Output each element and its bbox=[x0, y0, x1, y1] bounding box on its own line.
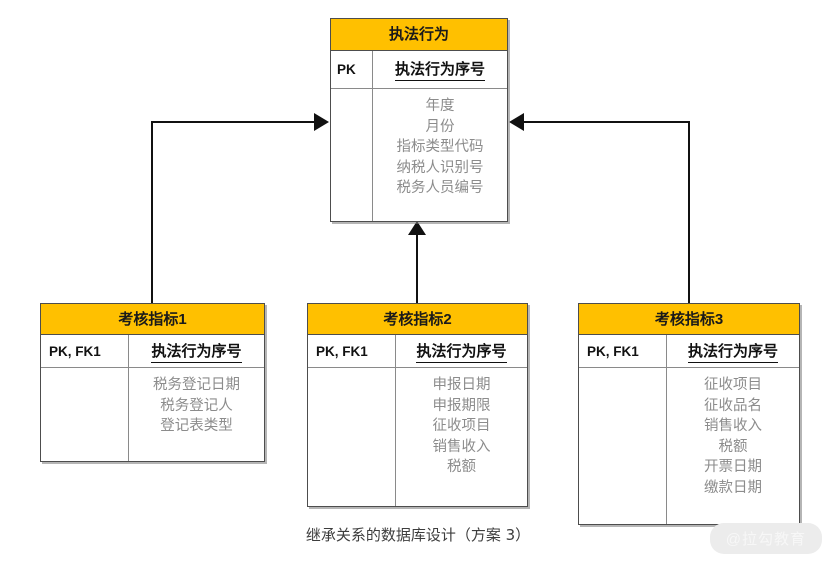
entity-child1-title: 考核指标1 bbox=[41, 304, 264, 335]
attribute-item: 税额 bbox=[447, 459, 476, 476]
entity-child3-key-field: 执法行为序号 bbox=[667, 335, 799, 368]
connector-3-horizontal bbox=[524, 121, 690, 123]
connector-1-horizontal bbox=[151, 121, 315, 123]
attribute-item: 纳税人识别号 bbox=[396, 159, 484, 176]
entity-parent-key-field: 执法行为序号 bbox=[373, 51, 507, 89]
attribute-item: 缴款日期 bbox=[704, 479, 762, 496]
entity-child1-key-filler bbox=[41, 368, 128, 461]
entity-child3-attributes: 征收项目 征收品名 销售收入 税额 开票日期 缴款日期 bbox=[667, 368, 799, 524]
entity-child2-key-label: PK, FK1 bbox=[308, 335, 395, 368]
attribute-item: 申报日期 bbox=[432, 377, 491, 393]
entity-child1-key-label: PK, FK1 bbox=[41, 335, 128, 368]
entity-parent-key-filler bbox=[331, 89, 372, 221]
attribute-item: 开票日期 bbox=[704, 459, 762, 476]
entity-parent-key-field-text: 执法行为序号 bbox=[394, 58, 485, 81]
entity-parent-attributes: 年度 月份 指标类型代码 纳税人识别号 税务人员编号 bbox=[373, 89, 507, 221]
entity-child2-key-filler bbox=[308, 368, 395, 506]
attribute-item: 征收项目 bbox=[704, 377, 762, 393]
connector-2-vertical bbox=[416, 232, 418, 303]
attribute-item: 年度 bbox=[425, 98, 455, 114]
entity-child3-key-filler bbox=[579, 368, 666, 524]
entity-child1-key-field-text: 执法行为序号 bbox=[151, 340, 242, 363]
connector-3-vertical bbox=[688, 121, 690, 303]
entity-child2-key-field-text: 执法行为序号 bbox=[416, 340, 507, 363]
arrow-head-child3 bbox=[509, 113, 524, 131]
attribute-item: 税务登记日期 bbox=[153, 377, 240, 393]
arrow-head-child1 bbox=[314, 113, 329, 131]
connector-1-vertical bbox=[151, 121, 153, 303]
attribute-item: 税务人员编号 bbox=[396, 180, 484, 197]
entity-child2-title: 考核指标2 bbox=[308, 304, 527, 335]
attribute-item: 月份 bbox=[425, 118, 455, 135]
entity-child2-attributes: 申报日期 申报期限 征收项目 销售收入 税额 bbox=[396, 368, 527, 506]
attribute-item: 税额 bbox=[718, 438, 748, 455]
entity-child3-key-field-text: 执法行为序号 bbox=[687, 340, 778, 363]
attribute-item: 征收品名 bbox=[704, 397, 762, 414]
attribute-item: 销售收入 bbox=[704, 418, 762, 435]
entity-child3-title: 考核指标3 bbox=[579, 304, 799, 335]
attribute-item: 征收项目 bbox=[432, 418, 491, 435]
entity-child-kaohezhibiao1[interactable]: 考核指标1 PK, FK1 执法行为序号 税务登记日期 税务登记人 登记表类型 bbox=[40, 303, 265, 462]
entity-parent-key-label: PK bbox=[331, 51, 372, 89]
attribute-item: 登记表类型 bbox=[160, 418, 233, 435]
attribute-item: 税务登记人 bbox=[160, 397, 233, 414]
entity-child-kaohezhibiao3[interactable]: 考核指标3 PK, FK1 执法行为序号 征收项目 征收品名 销售收入 税额 开… bbox=[578, 303, 800, 525]
attribute-item: 指标类型代码 bbox=[396, 139, 484, 156]
entity-child1-attributes: 税务登记日期 税务登记人 登记表类型 bbox=[129, 368, 264, 461]
attribute-item: 申报期限 bbox=[432, 397, 491, 414]
entity-child2-key-field: 执法行为序号 bbox=[396, 335, 527, 368]
entity-child-kaohezhibiao2[interactable]: 考核指标2 PK, FK1 执法行为序号 申报日期 申报期限 征收项目 销售收入… bbox=[307, 303, 528, 507]
arrow-head-child2 bbox=[408, 221, 426, 235]
entity-parent-title: 执法行为 bbox=[331, 19, 507, 51]
diagram-caption: 继承关系的数据库设计（方案 3） bbox=[305, 526, 531, 544]
watermark-label: @拉勾教育 bbox=[709, 523, 822, 554]
attribute-item: 销售收入 bbox=[432, 438, 491, 455]
entity-child3-key-label: PK, FK1 bbox=[579, 335, 666, 368]
entity-parent-zhifaxingwei[interactable]: 执法行为 PK 执法行为序号 年度 月份 指标类型代码 纳税人识别号 税务人员编… bbox=[330, 18, 508, 222]
entity-child1-key-field: 执法行为序号 bbox=[129, 335, 264, 368]
